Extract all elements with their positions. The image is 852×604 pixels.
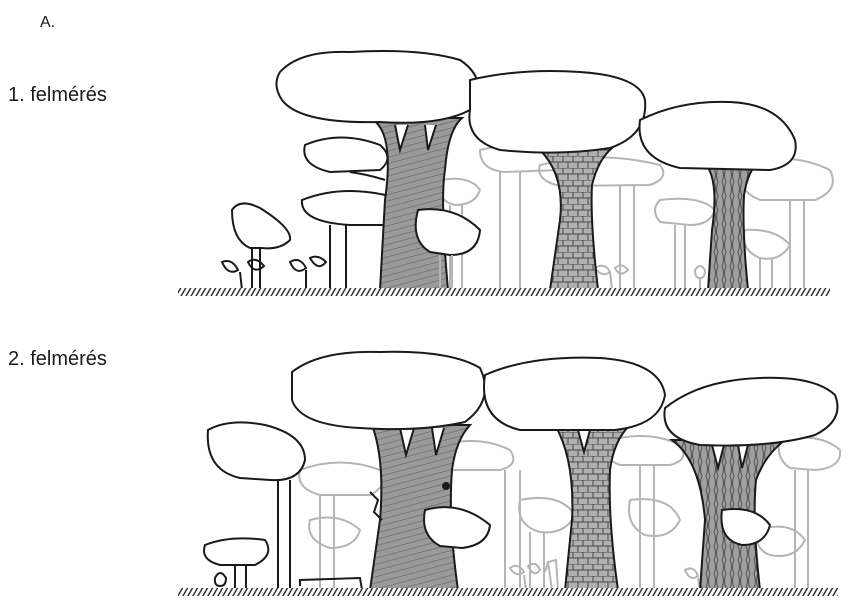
tree-icon: [664, 378, 837, 590]
tree-icon: [320, 495, 334, 590]
tree-icon: [439, 179, 480, 205]
tree-icon: [519, 498, 575, 532]
tree-icon: [790, 200, 804, 290]
seedling-icon: [545, 560, 558, 590]
tree-icon: [795, 470, 808, 590]
seedling-icon: [595, 265, 628, 290]
tree-icon: [760, 258, 772, 290]
sapling-icon: [278, 480, 290, 590]
tree-icon: [655, 199, 715, 225]
tree-icon: [744, 230, 790, 259]
woodpecker-hole-icon: [442, 482, 450, 490]
seedling-icon: [510, 564, 540, 590]
sapling-icon: [235, 565, 246, 590]
seedling-icon: [215, 573, 226, 586]
survey-1-scene: [178, 51, 833, 296]
sapling-icon: [350, 172, 385, 180]
tree-icon: [500, 172, 520, 290]
sapling-icon: [232, 203, 290, 248]
tree-icon: [640, 465, 654, 590]
survey-2-scene: [178, 352, 840, 596]
sapling-icon: [330, 225, 346, 290]
ground-line: [178, 288, 830, 296]
tree-icon: [675, 225, 685, 290]
tree-icon: [299, 463, 383, 496]
tree-icon: [469, 71, 645, 290]
ground-line: [178, 588, 838, 596]
understory: [222, 138, 405, 291]
sapling-icon: [204, 538, 268, 565]
understory: [204, 422, 362, 590]
tree-icon: [484, 358, 665, 590]
tree-icon: [530, 532, 544, 590]
seedling-icon: [290, 257, 326, 290]
sapling-icon: [304, 138, 387, 173]
seedling-icon: [222, 260, 264, 290]
sapling-icon: [208, 422, 305, 480]
tree-icon: [779, 438, 840, 470]
seedling-icon: [695, 266, 705, 278]
